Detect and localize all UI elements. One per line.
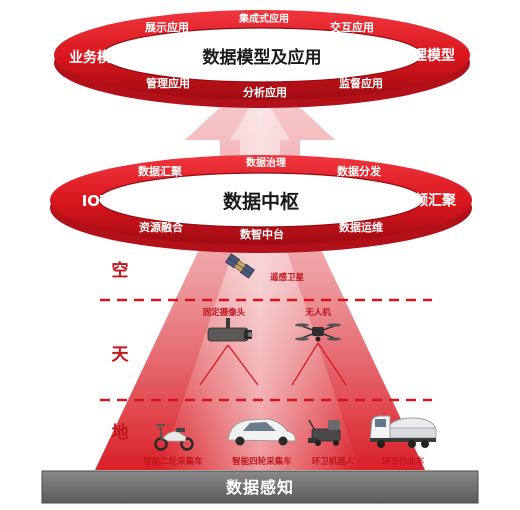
mid-ring-bottom-item-2: 数智中台 <box>240 227 284 241</box>
mid-ring-top-item-3: 数据分发 <box>337 164 382 178</box>
drone-label: 无人机 <box>304 307 331 318</box>
satellite-label: 遥感卫星 <box>270 272 305 283</box>
arrow-shine <box>160 90 360 470</box>
robot-label: 环卫机器人 <box>312 456 355 467</box>
robot-icon <box>308 419 341 446</box>
truck-label: 环卫作业车 <box>382 456 425 467</box>
top-ring: 数据模型及应用 业务模型 推理模型 展示应用 集成式应用 交互应用 管理应用 分… <box>54 10 470 108</box>
top-ring-top-item-2: 集成式应用 <box>238 12 289 25</box>
mid-ring-top-item-2: 数据治理 <box>246 156 286 169</box>
layer-label-sky: 空 <box>112 260 129 281</box>
top-ring-bottom-item-3: 监督应用 <box>339 76 383 90</box>
mid-ring: 数据中枢 IOT 视频汇聚 数据汇聚 数据治理 数据分发 资源融合 数智中台 数… <box>50 155 472 253</box>
ebike-label: 智能二轮采集车 <box>142 456 203 467</box>
mid-ring-title: 数据中枢 <box>223 190 299 213</box>
camera-icon <box>207 318 253 342</box>
camera-view-cone <box>199 344 259 386</box>
mid-ring-bottom-item-1: 资源融合 <box>139 220 184 234</box>
mid-ring-right: 视频汇聚 <box>400 192 457 209</box>
car-label: 智能四轮采集车 <box>231 456 292 467</box>
top-ring-top-item-3: 交互应用 <box>330 20 374 34</box>
camera-label: 固定摄像头 <box>203 307 246 318</box>
car-icon <box>227 418 296 446</box>
truck-icon <box>369 415 437 448</box>
drone-icon <box>295 323 341 342</box>
ebike-icon <box>154 424 194 451</box>
base-bar: 数据感知 <box>41 470 479 504</box>
top-ring-left: 业务模型 <box>69 49 125 66</box>
top-ring-top-item-1: 展示应用 <box>144 20 189 34</box>
mid-ring-left: IOT <box>82 192 111 210</box>
layer-label-air: 天 <box>112 345 130 365</box>
satellite-icon <box>225 253 255 279</box>
top-ring-right: 推理模型 <box>399 47 455 64</box>
upward-arrow <box>95 70 425 470</box>
base-label: 数据感知 <box>226 478 294 497</box>
mid-ring-bottom-item-3: 数据运维 <box>339 220 383 234</box>
layer-label-ground: 地 <box>112 422 129 443</box>
mid-ring-top-item-1: 数据汇聚 <box>138 164 183 178</box>
top-ring-bottom-item-2: 分析应用 <box>243 85 287 99</box>
top-ring-title: 数据模型及应用 <box>203 47 322 68</box>
drone-view-cone <box>291 342 347 386</box>
top-ring-bottom-item-1: 管理应用 <box>146 76 190 90</box>
